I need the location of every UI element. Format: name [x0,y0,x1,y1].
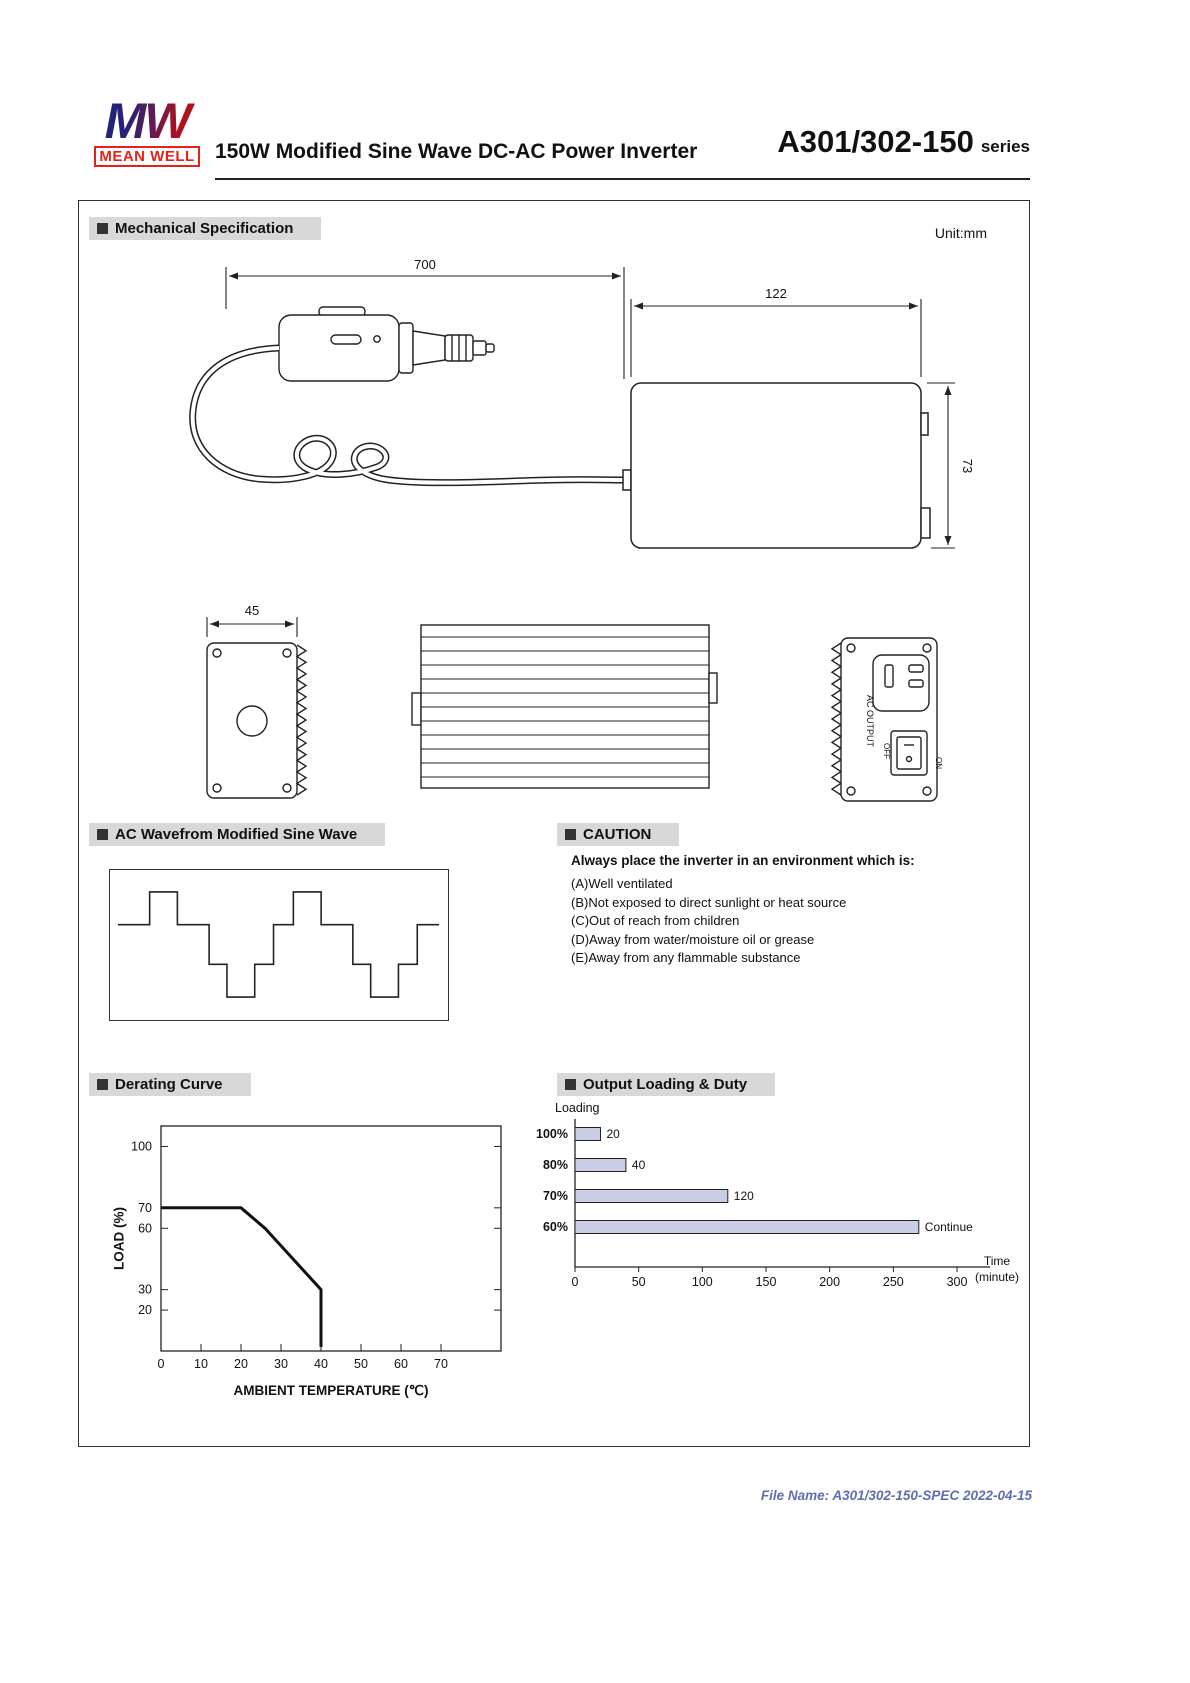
caution-list: (A)Well ventilated (B)Not exposed to dir… [571,875,846,968]
caution-item: (A)Well ventilated [571,876,673,891]
duty-chart: Loading 0 50 100 150 200 250 300 100% 20 80% 40 70% 1… [536,1101,1019,1289]
x-tick-label: 300 [947,1275,968,1289]
series-suffix: series [980,137,1030,156]
switch-off-label: OFF [882,743,891,759]
cable-drawing [189,344,626,487]
derating-xlabel: AMBIENT TEMPERATURE (℃) [233,1383,429,1398]
page-title: 150W Modified Sine Wave DC-AC Power Inve… [215,140,698,163]
mechanical-drawing: 700 [189,257,975,802]
y-tick-label: 20 [138,1303,152,1317]
section-header-derating: Derating Curve [89,1073,251,1096]
duty-bar [574,1220,920,1234]
bar-value-label: 120 [734,1189,754,1203]
y-tick-label: 70 [138,1201,152,1215]
x-tick-label: 200 [819,1275,840,1289]
x-tick-label: 30 [274,1357,288,1371]
ac-output-label: AC OUTPUT [865,695,875,748]
series-title: A301/302-150 series [600,124,1030,160]
switch-on-label: ON [934,757,943,769]
logo-mw-text: MW [82,96,212,146]
x-tick-label: 0 [158,1357,165,1371]
caution-item: (B)Not exposed to direct sunlight or hea… [571,894,847,910]
section-title-mechanical: Mechanical Specification [115,220,294,237]
section-bullet-icon [565,829,576,840]
x-tick-label: 20 [234,1357,248,1371]
waveform-box [109,869,449,1021]
header-rule [215,178,1030,180]
content-frame: Mechanical Specification Unit:mm 700 [78,200,1030,1447]
derating-chart: 20 30 60 70 100 0 10 20 30 40 50 60 70 [131,1125,502,1371]
logo-meanwell-text: MEAN WELL [94,146,200,167]
x-tick-label: 10 [194,1357,208,1371]
footer-filename: File Name: A301/302-150-SPEC 2022-04-15 [760,1488,1032,1503]
section-bullet-icon [97,223,108,234]
bar-value-label: 20 [606,1127,620,1141]
section-header-caution: CAUTION [557,823,680,846]
series-name: A301/302-150 [777,124,974,159]
caution-item: (D)Away from water/moisture oil or greas… [571,931,815,947]
end-view-drawing [206,642,308,799]
y-tick-label: 60 [138,1221,152,1235]
section-bullet-icon [97,1079,108,1090]
section-title-derating: Derating Curve [115,1076,223,1093]
section-header-waveform: AC Wavefrom Modified Sine Wave [89,823,386,846]
x-tick-label: 250 [883,1275,904,1289]
plot-frame [160,1125,502,1352]
duty-bar [574,1189,729,1203]
heatsink-fins-side [421,636,709,778]
x-tick-label: 50 [632,1275,646,1289]
section-header-duty: Output Loading & Duty [557,1073,776,1096]
inverter-body-drawing [622,382,931,549]
x-tick-label: 150 [756,1275,777,1289]
duty-ylabel: Loading [555,1101,600,1115]
x-tick-label: 60 [394,1357,408,1371]
bar-category-label: 70% [543,1189,568,1203]
dim-cable-lines [225,267,625,379]
modified-sine-waveform [117,891,440,998]
bar-value-label: Continue [925,1220,973,1234]
bar-category-label: 80% [543,1158,568,1172]
dim-cable-label: 700 [414,257,436,272]
dim-depth-lines [206,617,298,637]
dim-width-lines [630,299,922,377]
derating-ylabel: LOAD (%) [111,1207,127,1270]
bar-value-label: 40 [632,1158,646,1172]
y-tick-label: 100 [131,1139,152,1153]
duty-bar [574,1127,601,1141]
y-tick-label: 30 [138,1283,152,1297]
plug-drawing [278,306,495,382]
caution-item: (E)Away from any flammable substance [571,950,801,965]
bar-category-label: 100% [536,1127,568,1141]
x-tick-label: 40 [314,1357,328,1371]
x-tick-label: 50 [354,1357,368,1371]
duty-xlabel: Time [984,1254,1011,1268]
section-bullet-icon [565,1079,576,1090]
rear-view-drawing [830,637,938,802]
side-view-drawing [411,624,718,789]
dim-height-label: 73 [960,459,975,473]
duty-bar [574,1158,627,1172]
section-title-caution: CAUTION [583,826,652,843]
section-bullet-icon [97,829,108,840]
caution-item: (C)Out of reach from children [571,913,740,928]
section-header-mechanical: Mechanical Specification [89,217,322,240]
caution-heading: Always place the inverter in an environm… [571,853,915,868]
derating-line [161,1206,323,1347]
dim-width-label: 122 [765,286,787,301]
heatsink-fins-rear [830,642,843,796]
dim-depth-label: 45 [245,603,259,618]
section-title-waveform: AC Wavefrom Modified Sine Wave [115,826,358,843]
x-tick-label: 100 [692,1275,713,1289]
dim-height-lines [927,382,955,549]
x-tick-label: 0 [572,1275,579,1289]
waveform-line [117,891,440,998]
unit-label: Unit:mm [934,225,987,241]
meanwell-logo: MW MEAN WELL [82,96,212,167]
bar-category-label: 60% [543,1220,568,1234]
heatsink-fins-end [295,644,308,796]
section-title-duty: Output Loading & Duty [583,1076,748,1093]
x-tick-label: 70 [434,1357,448,1371]
duty-xlabel: (minute) [975,1270,1019,1284]
